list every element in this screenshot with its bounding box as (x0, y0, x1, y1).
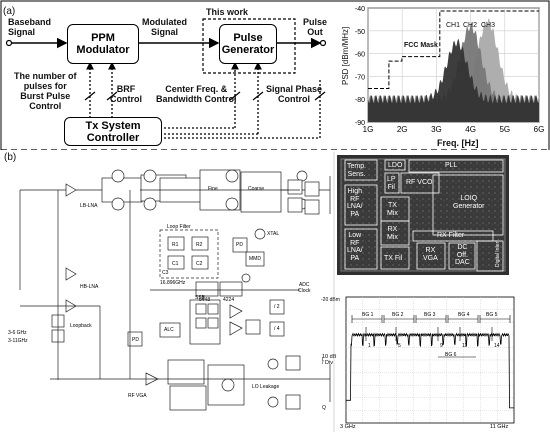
psd-fcc-mask-line (368, 10, 539, 89)
mmd-label: MMD (249, 256, 261, 262)
psd-xlabel: Freq. [Hz] (437, 138, 479, 148)
sa-ch5: 5 (398, 343, 401, 349)
modulated-signal-label: Modulated Signal (142, 17, 187, 37)
chip-tx-mix: TX Mix (387, 202, 398, 217)
coarse-label: Coarse (248, 186, 265, 192)
sa-ch9: 9 (440, 343, 443, 349)
chip-micrograph: Temp. Sens. LDO PLL LP Fil RF VCO High R… (337, 155, 509, 275)
sa-band-bg6: BG 6 (445, 352, 457, 358)
psd-ytick-label: -90 (355, 120, 365, 127)
sa-trace-line (346, 332, 514, 409)
out-i-label: I (322, 357, 324, 363)
rf-vga-label: RF VGA (128, 393, 147, 399)
div4-label: / 4 (274, 326, 280, 332)
lb-lna-label: LB-LNA (80, 203, 98, 209)
input-hb-label: 3-11GHz (8, 338, 28, 344)
psd-ytick-label: -80 (355, 97, 365, 104)
psd-xtick-label: 4G (465, 125, 476, 134)
chip-high-rf-lna-pa: High RF LNA/ PA (347, 188, 363, 218)
freq-4224-label: 4224 (223, 297, 235, 303)
ssb-label: SSB (195, 295, 206, 301)
div2-label: / 2 (274, 304, 280, 310)
brf-control-label: BRF Control (110, 84, 142, 104)
pd-label: PD (236, 242, 243, 248)
sa-x-start: 3 GHz (340, 424, 356, 430)
psd-xtick-label: 3G (431, 125, 442, 134)
psd-xtick-label: 5G (499, 125, 510, 134)
pulse-generator-block: Pulse Generator (219, 24, 277, 64)
c1-label: C1 (172, 261, 179, 267)
chip-ldo: LDO (388, 162, 403, 169)
sa-ch11: 11 (462, 343, 468, 349)
fcc-mask-label: FCC Mask (404, 42, 438, 49)
sa-band-bg4: BG 4 (458, 312, 470, 318)
panel-b-tag: (b) (4, 152, 17, 163)
chip-tx-fil: TX Fil (384, 255, 403, 262)
psd-ytick-label: -40 (355, 6, 365, 13)
burst-control-label: The number of pulses for Burst Pulse Con… (14, 71, 77, 111)
input-lb-label: 3-6 GHz (8, 330, 27, 336)
panel-a-tag: (a) (3, 6, 16, 17)
pulse-out-label: Pulse Out (303, 17, 328, 37)
sa-ch14: 14 (494, 343, 500, 349)
psd-xtick-label: 2G (397, 125, 408, 134)
psd-ytick-label: -70 (355, 74, 365, 81)
ppm-modulator-block: PPM Modulator (67, 24, 139, 64)
sa-band-bg5: BG 5 (486, 312, 498, 318)
hb-lna-label: HB-LNA (80, 284, 99, 290)
c2-label: C2 (196, 261, 203, 267)
sa-x-end: 11 GHz (490, 424, 509, 430)
this-work-label: This work (206, 7, 249, 17)
loop-filter-label: Loop Filter (167, 224, 191, 230)
center-freq-label: Center Freq. & Bandwidth Control (156, 84, 237, 104)
sa-ref-level: -20 dBm (321, 297, 340, 303)
chip-rf-vco: RF VCO (406, 179, 433, 186)
ch1-label: CH1 (446, 22, 461, 29)
chip-layout-svg (340, 158, 506, 272)
chip-dc-off-dac: DC Off. DAC (455, 244, 470, 266)
vco-freq-label: 16.896GHz (160, 280, 186, 286)
chip-lp-fil: LP Fil (387, 176, 396, 191)
psd-xtick-label: 6G (534, 125, 545, 134)
adc-clock-label: ADC Clock (298, 282, 311, 294)
chip-temp-sens: Temp. Sens. (347, 163, 367, 178)
sa-band-bg3: BG 3 (424, 312, 436, 318)
freq-8448-label: 8448 (199, 297, 211, 303)
chip-rx-filter: RX Filter (437, 232, 465, 239)
signal-phase-label: Signal Phase Control (266, 84, 323, 104)
chip-rx-vga: RX VGA (423, 247, 438, 262)
psd-xtick-label: 1G (363, 125, 374, 134)
lo-leakage-label: LO Leakage (252, 384, 280, 390)
psd-chart-svg: 1G 2G 3G 4G 5G 6G -40 -50 -60 -70 -80 -90 (355, 6, 545, 134)
xtal-label: XTAL (267, 231, 280, 237)
c3-label: C3 (162, 270, 169, 276)
pd-2-label: PD (132, 337, 139, 343)
r1-label: R1 (172, 242, 179, 248)
ch3-label: CH3 (481, 22, 496, 29)
psd-ytick-label: -50 (355, 29, 365, 36)
tx-system-controller-block: Tx System Controller (64, 117, 162, 146)
sa-ch1: 1 (368, 343, 371, 349)
sa-scale: 10 dB / Div (322, 354, 337, 366)
alc-label: ALC (164, 327, 174, 333)
loopback-label: Loopback (70, 323, 92, 329)
chip-loiq-generator: LOIQ Generator (453, 195, 485, 210)
ch2-label: CH2 (463, 22, 478, 29)
chip-low-rf-lna-pa: Low RF LNA/ PA (347, 232, 363, 262)
chip-pll: PLL (445, 162, 458, 169)
fine-label: Fine (208, 186, 218, 192)
sa-band-bg2: BG 2 (392, 312, 404, 318)
panel-a-wires (0, 0, 550, 150)
psd-series-ch3 (368, 18, 539, 122)
chip-rx-mix: RX Mix (387, 226, 398, 241)
r2-label: R2 (196, 242, 203, 248)
out-q-label: Q (322, 405, 326, 411)
sa-band-bg1: BG 1 (362, 312, 374, 318)
baseband-label: Baseband Signal (8, 17, 52, 37)
psd-series-ch1 (368, 38, 539, 122)
psd-ytick-label: -60 (355, 52, 365, 59)
